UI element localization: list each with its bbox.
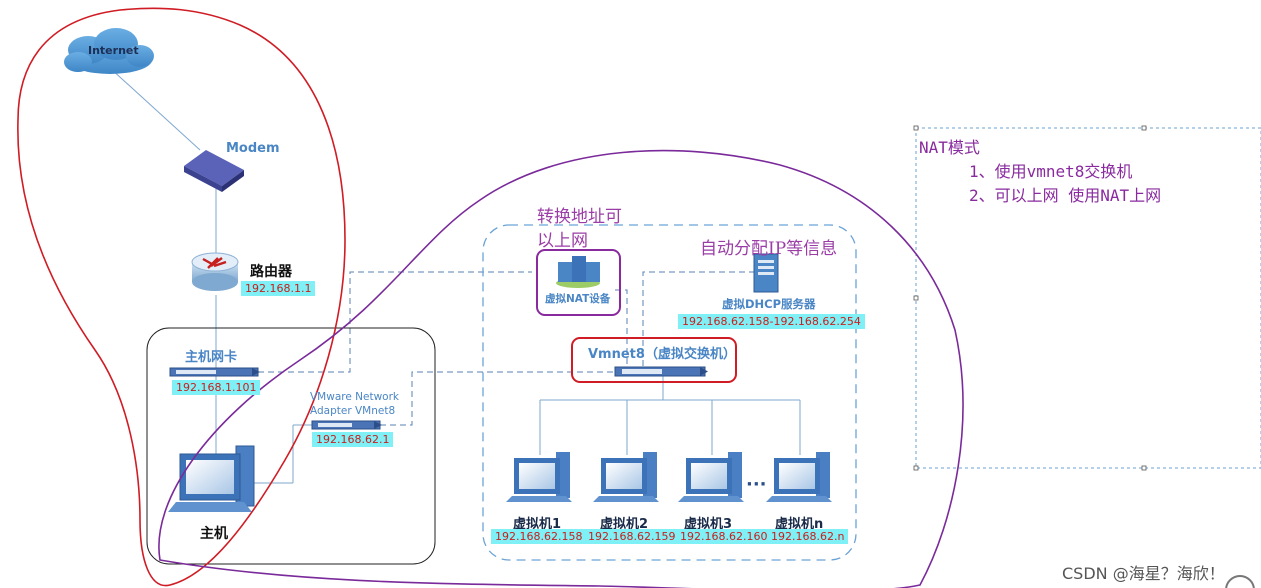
vm-ip-1: 192.168.62.158	[491, 529, 587, 544]
frame-handles	[913, 125, 1147, 471]
host-nic-ip: 192.168.1.101	[172, 380, 261, 395]
switch-label: Vmnet8（虚拟交换机）	[588, 347, 736, 362]
router-ip: 192.168.1.1	[241, 281, 316, 296]
switch-highlight	[571, 337, 737, 383]
nat-note-title: NAT模式	[919, 138, 980, 157]
modem-label: Modem	[226, 141, 280, 156]
purple-scope-ring	[158, 149, 964, 588]
router-icon	[191, 252, 239, 291]
dhcp-annotation: 自动分配IP等信息	[700, 239, 838, 259]
vm-computer-icon-n	[766, 452, 832, 502]
host-computer-icon	[168, 445, 255, 512]
vmnet8-adapter-ip: 192.168.62.1	[312, 432, 394, 447]
nat-note-item-1: 1、使用vmnet8交换机	[969, 162, 1133, 181]
nat-device-label: 虚拟NAT设备	[545, 293, 611, 305]
nat-note-item-2: 2、可以上网 使用NAT上网	[969, 186, 1162, 205]
nat-device-icon	[556, 256, 600, 288]
host-label: 主机	[200, 526, 228, 542]
vmnet8-adapter-label-line2: Adapter VMnet8	[310, 405, 396, 417]
red-scope-ring	[17, 7, 346, 587]
vm-ip-3: 192.168.62.160	[676, 529, 772, 544]
dhcp-range: 192.168.62.158-192.168.62.254	[678, 314, 865, 329]
internet-label: Internet	[88, 44, 139, 57]
vm-ip-2: 192.168.62.159	[584, 529, 680, 544]
internet-cloud-icon	[64, 28, 154, 74]
router-label: 路由器	[250, 264, 292, 280]
nat-annotation-line1: 转换地址可	[537, 207, 622, 227]
corner-badge-icon	[1225, 575, 1255, 588]
vm-ip-n: 192.168.62.n	[767, 529, 849, 544]
host-nic-label: 主机网卡	[185, 350, 238, 365]
vm-computer-icon-2	[593, 452, 659, 502]
vmnet8-switch-device-icon	[614, 366, 708, 377]
nat-annotation-line2: 以上网	[537, 231, 588, 251]
vm-ellipsis: ···	[746, 474, 767, 495]
vmnet8-adapter-label-line1: VMware Network	[310, 391, 399, 403]
vm-computer-icon-1	[506, 452, 572, 502]
vm-computer-icon-3	[678, 452, 744, 502]
dhcp-label: 虚拟DHCP服务器	[722, 297, 816, 311]
vm-name-2: 虚拟机2	[600, 517, 649, 532]
vm-name-1: 虚拟机1	[513, 517, 562, 532]
nat-device-highlight	[536, 249, 621, 316]
watermark: CSDN @海星？海欣！	[1062, 564, 1225, 583]
host-box	[146, 327, 436, 565]
virtual-network-box	[482, 224, 857, 561]
vmnet8-adapter-device-icon	[311, 420, 382, 430]
host-nic-device-icon	[169, 367, 260, 377]
vm-name-3: 虚拟机3	[684, 517, 733, 532]
vm-name-n: 虚拟机n	[775, 517, 824, 532]
modem-icon	[184, 150, 244, 192]
dhcp-server-icon	[753, 253, 779, 293]
